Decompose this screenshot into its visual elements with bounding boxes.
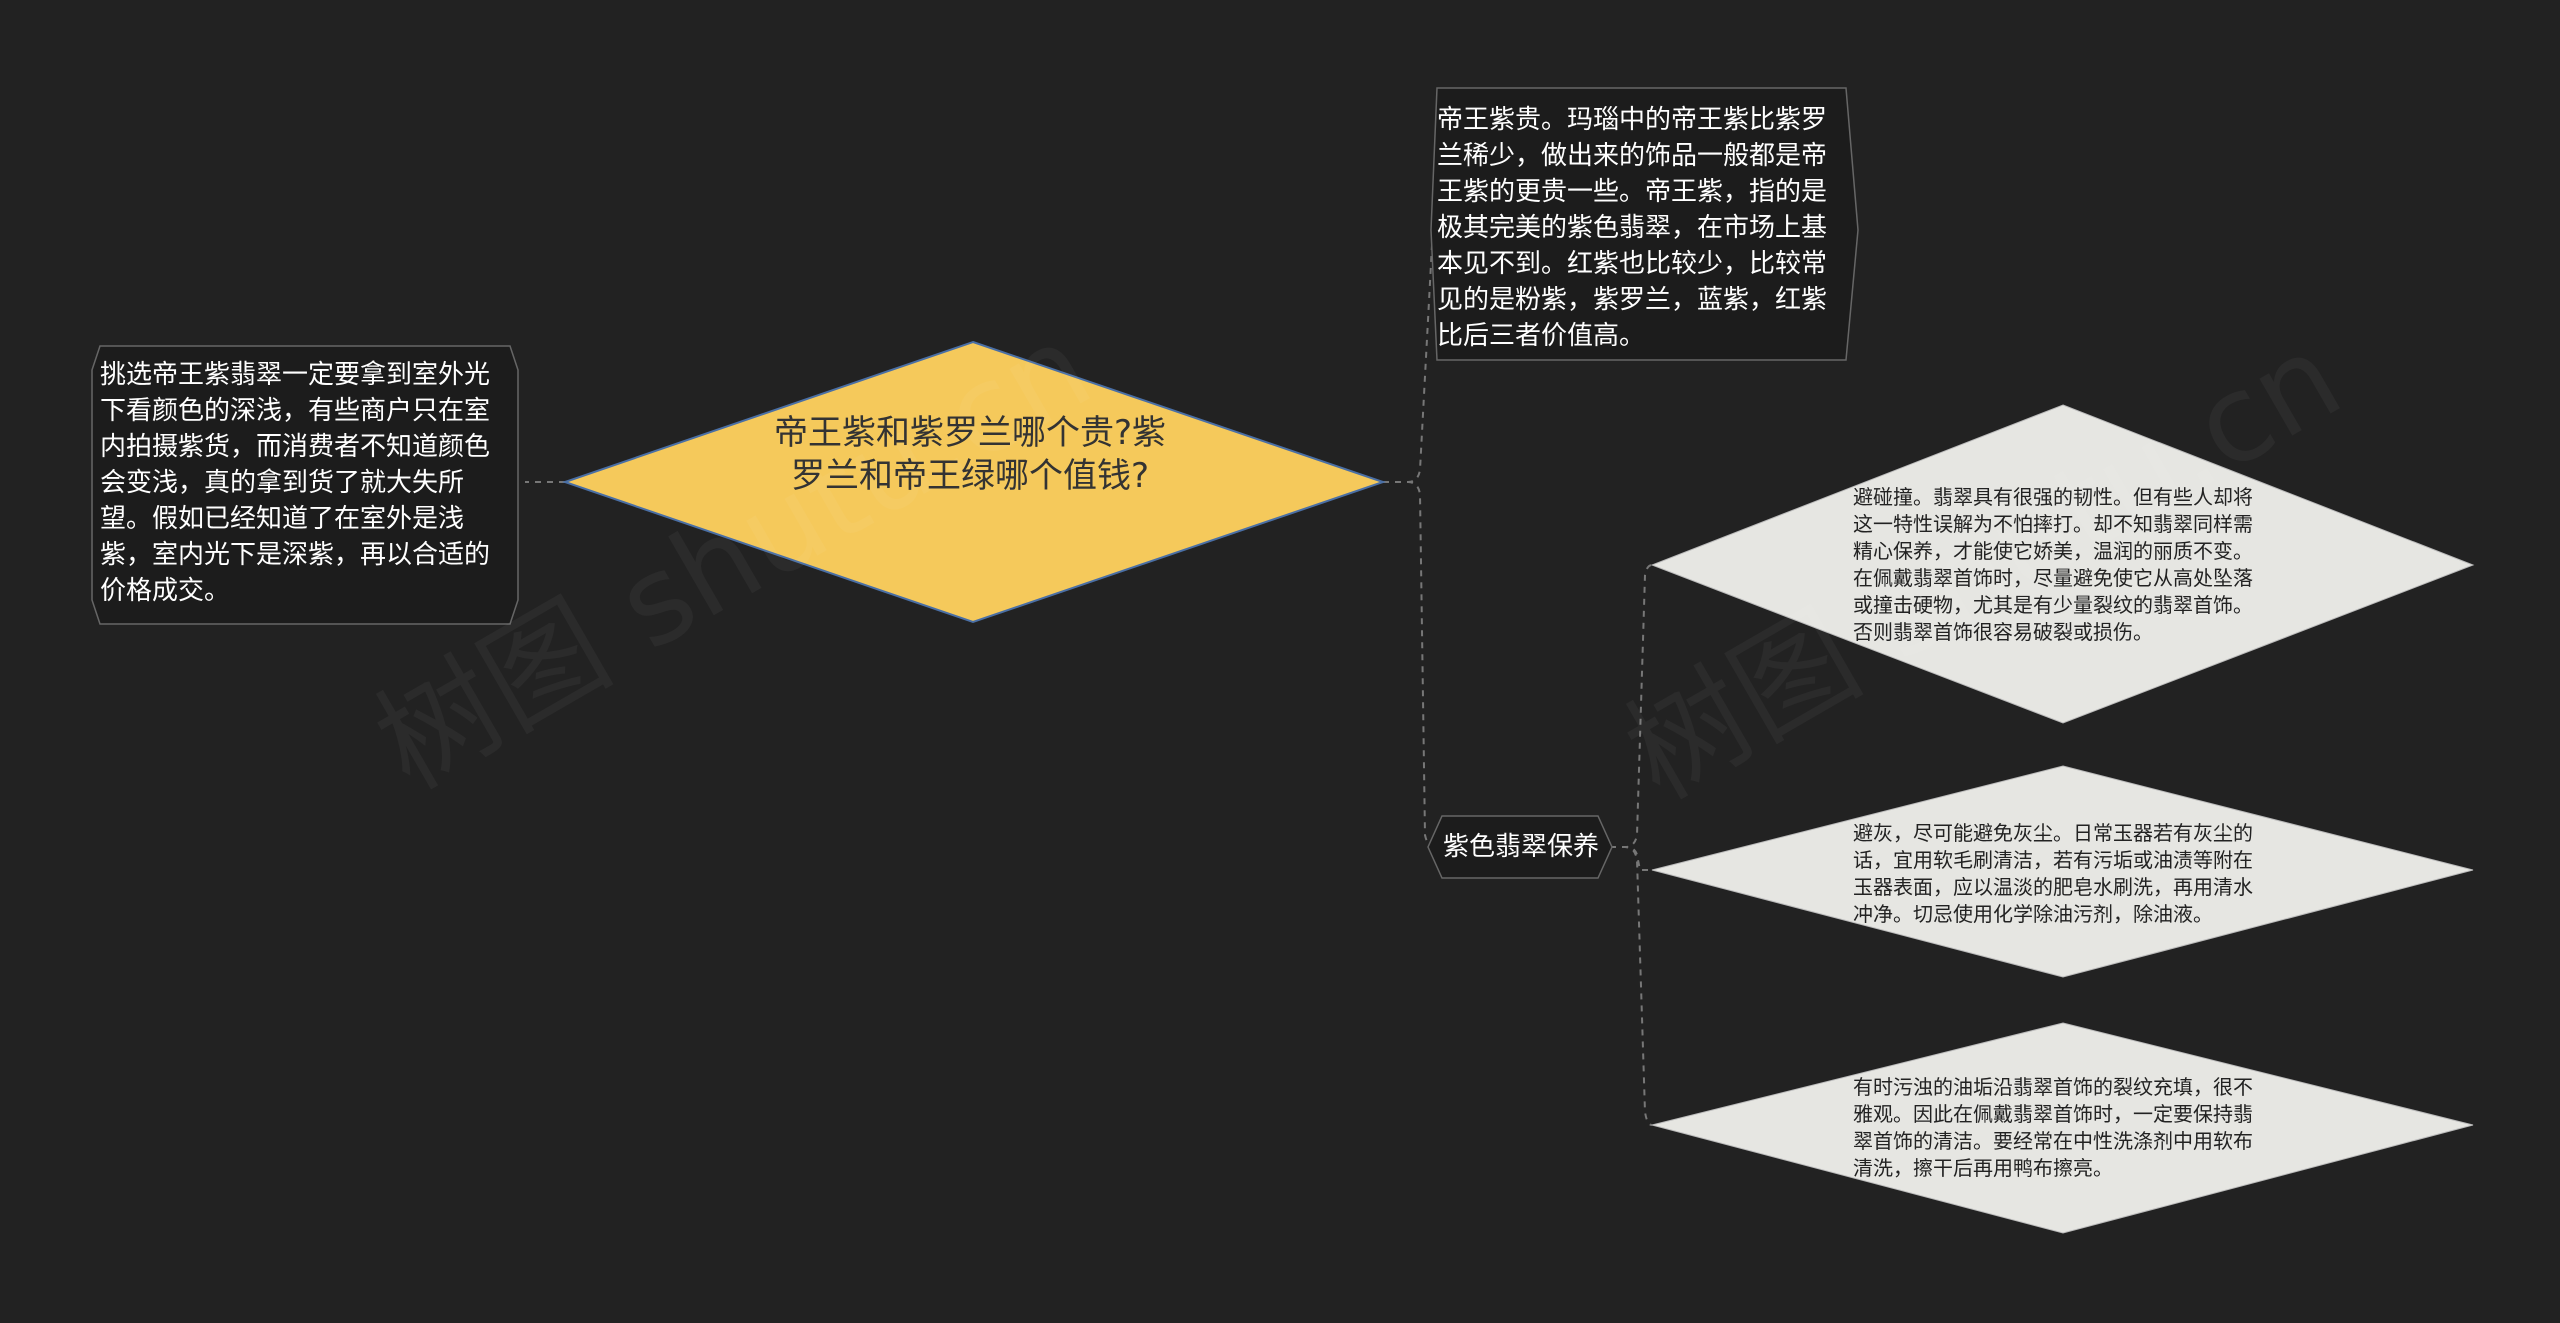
care-leaf-3-text: 有时污浊的油垢沿翡翠首饰的裂纹充填，很不雅观。因此在佩戴翡翠首饰时，一定要保持翡… (1853, 1075, 2253, 1180)
care-node-label: 紫色翡翠保养 (1442, 832, 1599, 862)
connector-center-care (1383, 481, 1433, 846)
left-node-text: 挑选帝王紫翡翠一定要拿到室外光下看颜色的深浅，有些商户只在室内拍摄紫货，而消费者… (100, 360, 491, 606)
left-node-shape[interactable] (91, 345, 519, 625)
connector-care-leaf3 (1610, 846, 1653, 1126)
center-node-title: 帝王紫和紫罗兰哪个贵?紫罗兰和帝王绿哪个值钱? (773, 413, 1167, 496)
right-top-node-text: 帝王紫贵。玛瑙中的帝王紫比紫罗兰稀少，做出来的饰品一般都是帝王紫的更贵一些。帝王… (1437, 105, 1828, 351)
care-leaf-3-shape[interactable] (1651, 1022, 2474, 1234)
care-leaf-2-shape[interactable] (1651, 765, 2474, 978)
center-node-shape[interactable] (561, 340, 1387, 624)
connector-care-leaf1 (1610, 564, 1653, 848)
right-top-node-shape[interactable] (1430, 87, 1859, 361)
care-node-shape[interactable] (1427, 815, 1613, 879)
care-leaf-1-shape[interactable] (1650, 404, 2475, 724)
connector-care-leaf2 (1610, 846, 1652, 871)
connector-lines (525, 227, 1653, 1126)
connector-center-right-top (1383, 227, 1441, 483)
care-leaf-1-text: 避碰撞。翡翠具有很强的韧性。但有些人却将这一特性误解为不怕摔打。却不知翡翠同样需… (1853, 485, 2253, 644)
care-leaf-2-text: 避灰，尽可能避免灰尘。日常玉器若有灰尘的话，宜用软毛刷清洁，若有污垢或油渍等附在… (1853, 821, 2253, 926)
